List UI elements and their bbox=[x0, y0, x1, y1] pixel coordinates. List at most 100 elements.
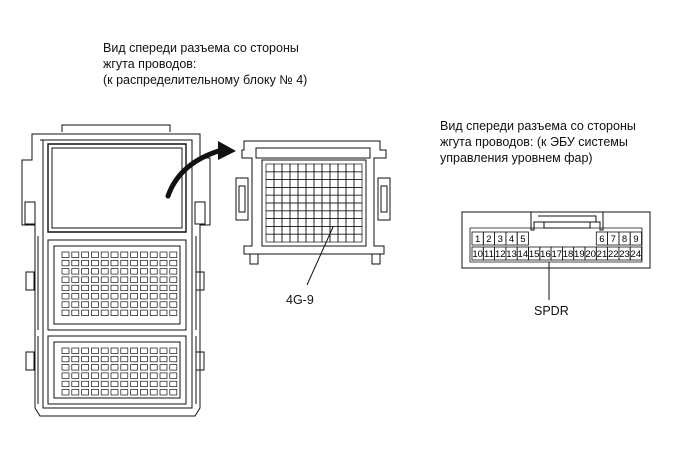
terminal-cell bbox=[329, 218, 339, 227]
terminal-cell bbox=[345, 218, 355, 227]
spdr-pin-number: 14 bbox=[518, 249, 529, 260]
terminal-cell bbox=[265, 179, 275, 188]
junction-cavity bbox=[159, 301, 168, 308]
junction-cavity bbox=[149, 389, 158, 396]
junction-cavity bbox=[120, 276, 129, 283]
junction-cavity bbox=[120, 284, 129, 292]
spdr-pin-number: 7 bbox=[611, 234, 616, 245]
terminal-cell bbox=[305, 202, 315, 212]
junction-cavity bbox=[140, 301, 148, 308]
junction-cavity bbox=[110, 251, 119, 258]
junction-cavity bbox=[120, 268, 129, 275]
junction-cavity bbox=[61, 268, 70, 275]
terminal-cell bbox=[353, 187, 363, 196]
junction-cavity bbox=[71, 251, 80, 258]
left-view-line-2: жгута проводов: bbox=[103, 57, 197, 71]
terminal-cell bbox=[345, 226, 355, 235]
junction-cavity bbox=[100, 372, 109, 379]
junction-cavity bbox=[110, 389, 119, 396]
junction-cavity bbox=[71, 309, 80, 316]
junction-cavity bbox=[149, 268, 158, 275]
spdr-pin-number: 19 bbox=[574, 249, 585, 260]
terminal-cell bbox=[265, 210, 275, 219]
junction-cavity bbox=[91, 355, 99, 363]
junction-cavity bbox=[81, 380, 89, 388]
terminal-cell bbox=[313, 187, 323, 196]
junction-cavity bbox=[130, 293, 138, 300]
junction-cavity bbox=[100, 389, 109, 396]
junction-cavity bbox=[61, 389, 70, 396]
junction-cavity bbox=[100, 284, 109, 292]
junction-cavity bbox=[130, 284, 138, 292]
terminal-cell bbox=[289, 233, 299, 243]
terminal-cell bbox=[329, 163, 339, 173]
junction-cavity bbox=[140, 268, 148, 275]
terminal-cell bbox=[289, 194, 299, 204]
junction-cavity bbox=[91, 276, 99, 283]
junction-cavity bbox=[61, 259, 70, 267]
junction-cavity bbox=[91, 389, 99, 396]
terminal-cell bbox=[305, 179, 315, 188]
junction-cavity bbox=[81, 293, 89, 300]
junction-cavity bbox=[120, 301, 129, 308]
junction-cavity bbox=[130, 380, 138, 388]
terminal-cell bbox=[337, 218, 347, 227]
terminal-cell bbox=[337, 226, 347, 235]
terminal-cell bbox=[329, 187, 339, 196]
terminal-cell bbox=[345, 210, 355, 219]
junction-cavity bbox=[91, 372, 99, 379]
junction-cavity bbox=[130, 309, 138, 316]
junction-cavity bbox=[110, 309, 119, 316]
spdr-pin-number: 4 bbox=[509, 234, 514, 245]
junction-cavity bbox=[61, 284, 70, 292]
terminal-cell bbox=[321, 179, 331, 188]
terminal-cell bbox=[265, 202, 275, 212]
junction-cavity bbox=[61, 251, 70, 258]
junction-cavity bbox=[130, 389, 138, 396]
junction-cavity bbox=[61, 380, 70, 388]
terminal-cell bbox=[337, 194, 347, 204]
terminal-cell bbox=[345, 171, 355, 180]
connector-4g9-label: 4G-9 bbox=[286, 293, 314, 307]
terminal-cell bbox=[329, 171, 339, 180]
terminal-cell bbox=[289, 226, 299, 235]
left-view-line-3: (к распределительному блоку № 4) bbox=[103, 73, 308, 87]
junction-cavity bbox=[81, 284, 89, 292]
spdr-pin-number: 16 bbox=[540, 249, 551, 260]
terminal-cell bbox=[345, 194, 355, 204]
terminal-cell bbox=[329, 194, 339, 204]
junction-cavity bbox=[100, 259, 109, 267]
junction-cavity bbox=[91, 268, 99, 275]
terminal-cell bbox=[281, 187, 291, 196]
terminal-cell bbox=[329, 179, 339, 188]
terminal-cell bbox=[265, 194, 275, 204]
terminal-cell bbox=[273, 218, 283, 227]
junction-cavity bbox=[71, 347, 80, 354]
junction-cavity bbox=[140, 259, 148, 267]
terminal-cell bbox=[345, 163, 355, 173]
terminal-cell bbox=[273, 163, 283, 173]
right-view-line-1: Вид спереди разъема со стороны bbox=[440, 119, 636, 133]
junction-cavity bbox=[71, 372, 80, 379]
terminal-cell bbox=[353, 202, 363, 212]
junction-cavity bbox=[149, 259, 158, 267]
spdr-pin-number: 18 bbox=[563, 249, 574, 260]
junction-cavity bbox=[100, 301, 109, 308]
junction-cavity bbox=[169, 389, 178, 396]
junction-cavity bbox=[169, 380, 178, 388]
junction-cavity bbox=[149, 251, 158, 258]
junction-cavity bbox=[140, 389, 148, 396]
junction-cavity bbox=[91, 251, 99, 258]
junction-cavity bbox=[100, 309, 109, 316]
junction-cavity bbox=[81, 347, 89, 354]
junction-cavity bbox=[61, 355, 70, 363]
junction-cavity bbox=[81, 389, 89, 396]
terminal-cell bbox=[337, 233, 347, 243]
terminal-cell bbox=[289, 163, 299, 173]
junction-cavity bbox=[130, 251, 138, 258]
junction-cavity bbox=[149, 309, 158, 316]
junction-cavity bbox=[81, 364, 89, 371]
junction-cavity bbox=[130, 364, 138, 371]
terminal-cell bbox=[313, 163, 323, 173]
terminal-cell bbox=[345, 179, 355, 188]
